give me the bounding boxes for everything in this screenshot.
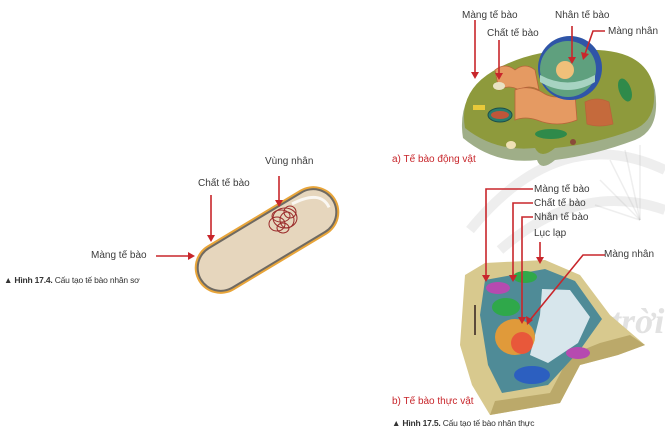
figure-caption-17-5: ▲ Hình 17.5. Cấu tạo tế bào nhân thực: [392, 418, 535, 428]
animal-label-cytoplasm: Chất tế bào: [487, 28, 539, 39]
plant-nucleus: [511, 332, 533, 354]
label-cell-membrane: Màng tế bào: [91, 250, 147, 261]
bacteria-cytoplasm: [198, 190, 336, 290]
animal-cell-subtitle: a) Tế bào động vật: [392, 154, 476, 165]
figure-number: Hình 17.5.: [402, 418, 441, 428]
nucleolus: [556, 61, 574, 79]
figure-number: Hình 17.4.: [14, 275, 53, 285]
figure-text: Cấu tạo tế bào nhân thực: [442, 418, 535, 428]
plant-label-membrane: Màng tế bào: [534, 184, 590, 195]
animal-cell-illustration: [461, 36, 657, 166]
plant-label-cytoplasm: Chất tế bào: [534, 198, 586, 209]
plant-cell-illustration: [460, 260, 645, 415]
organelles: [473, 78, 632, 149]
vacuole: [530, 289, 590, 363]
plant-cell-arrows: [482, 188, 605, 325]
triangle-icon: ▲: [4, 275, 13, 285]
label-nucleoid: Vùng nhân: [265, 156, 314, 167]
label-cytoplasm: Chất tế bào: [198, 178, 250, 189]
plant-label-nuclear-membrane: Màng nhân: [604, 249, 655, 260]
plant-organelles: [486, 271, 590, 384]
nucleoid-dna: [268, 205, 298, 234]
figure-text: Cấu tạo tế bào nhân sơ: [54, 275, 140, 285]
bacteria-illustration: [156, 176, 340, 294]
figure-caption-17-4: ▲ Hình 17.4. Cấu tạo tế bào nhân sơ: [4, 275, 140, 285]
plant-label-nucleus: Nhân tế bào: [534, 212, 589, 223]
animal-cell-arrows: [471, 20, 605, 80]
animal-label-membrane: Màng tế bào: [462, 10, 518, 21]
plant-label-chloroplast: Lục lạp: [534, 228, 567, 239]
triangle-icon: ▲: [392, 418, 401, 428]
animal-label-nuclear-membrane: Màng nhân: [608, 26, 659, 37]
plant-cell-subtitle: b) Tế bào thực vật: [392, 396, 474, 407]
animal-label-nucleus: Nhân tế bào: [555, 10, 610, 21]
